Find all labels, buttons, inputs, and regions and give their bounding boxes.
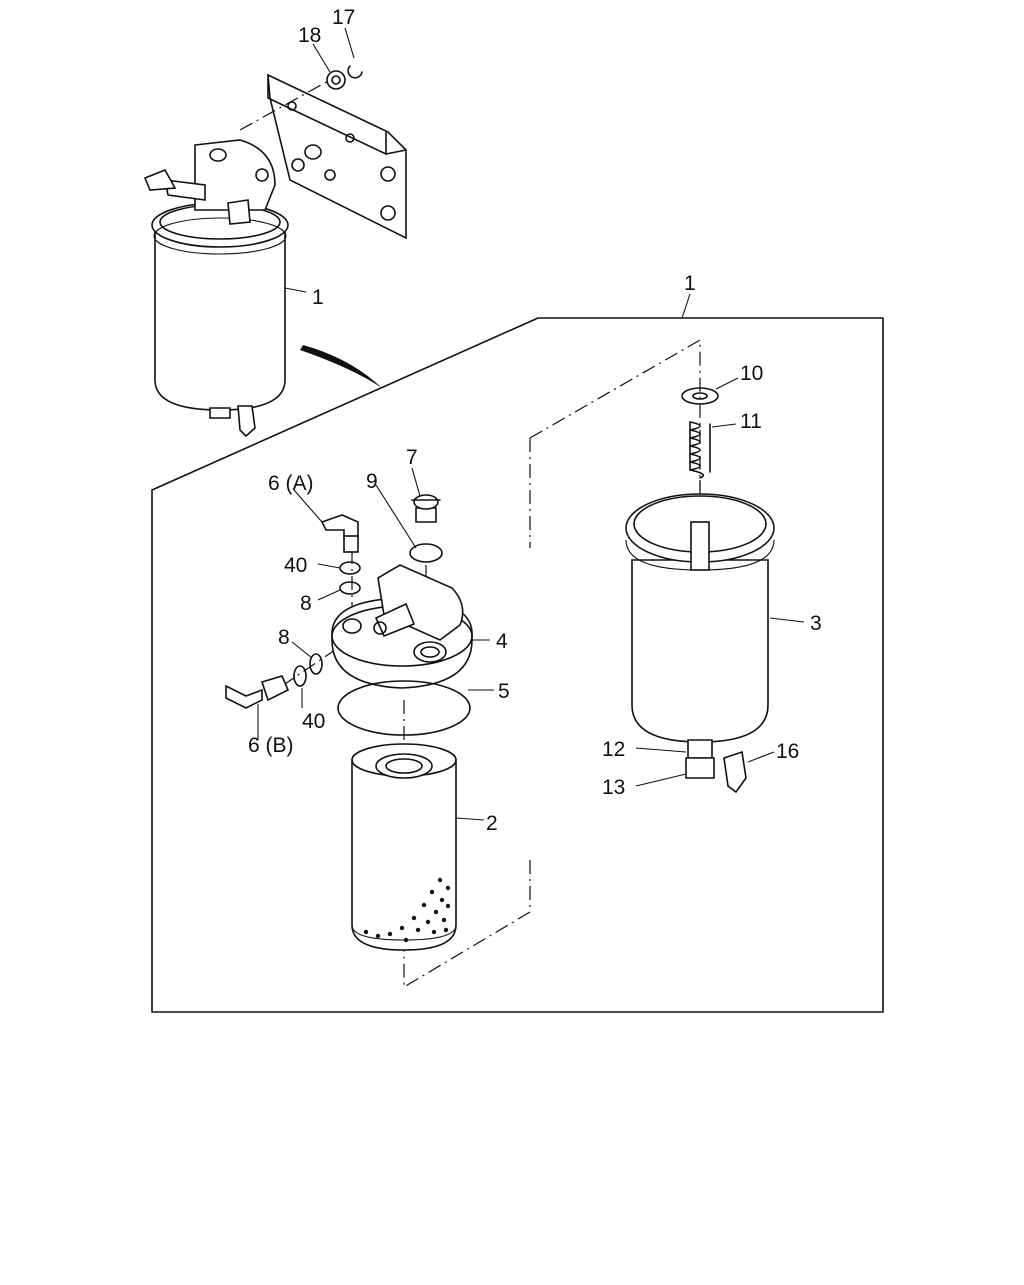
- callout-17: 17: [332, 6, 355, 29]
- assembled-filter: [143, 139, 289, 438]
- callout-10: 10: [740, 362, 763, 385]
- o-ring-part-5: [337, 680, 471, 736]
- centerline-right: [529, 338, 701, 490]
- snap-ring-part-17: [347, 65, 363, 79]
- centerline-fitting-b: [281, 621, 377, 687]
- callout-16: 16: [776, 740, 799, 763]
- callout-2: 2: [486, 812, 498, 835]
- air-vent-part-7: [411, 494, 441, 523]
- washer-part-8-lower: [309, 653, 323, 675]
- spring-part-11: [689, 421, 711, 479]
- callout-6b: 6 (B): [248, 734, 294, 757]
- direction-arrow: [300, 345, 382, 388]
- filter-head-part-4: [331, 564, 473, 689]
- mounting-bracket: [267, 73, 407, 240]
- o-ring-part-9: [409, 543, 443, 563]
- callout-18: 18: [298, 24, 321, 47]
- perforation-holes: [363, 877, 451, 943]
- callout-13: 13: [602, 776, 625, 799]
- centerline-bracket: [239, 79, 331, 131]
- bowl-part-3: [625, 493, 775, 794]
- washer-part-40-upper: [339, 561, 361, 575]
- callout-40-upper: 40: [284, 554, 307, 577]
- callout-4: 4: [496, 630, 508, 653]
- washer-part-8-upper: [339, 581, 361, 595]
- callout-6a: 6 (A): [268, 472, 314, 495]
- callout-5: 5: [498, 680, 510, 703]
- callout-1-assembly: 1: [312, 286, 324, 309]
- leader-lines: [257, 27, 805, 821]
- callout-11: 11: [740, 410, 762, 433]
- callout-labels: 17 18 1 1 10 11 3 4 5 2 6 (A) 7 9 40 8 8…: [248, 6, 822, 835]
- elbow-fitting-part-6a: [320, 514, 359, 553]
- callout-7: 7: [406, 446, 418, 469]
- callout-40-lower: 40: [302, 710, 325, 733]
- exploded-view-frame: [151, 317, 884, 1013]
- callout-8-upper: 8: [300, 592, 312, 615]
- washer-part-18: [326, 70, 346, 90]
- washer-part-40-lower: [293, 665, 307, 687]
- callout-8-lower: 8: [278, 626, 290, 649]
- callout-3: 3: [810, 612, 822, 635]
- elbow-fitting-part-6b: [225, 675, 290, 709]
- callout-12: 12: [602, 738, 625, 761]
- callout-9: 9: [366, 470, 378, 493]
- filter-element-part-2: [351, 743, 457, 951]
- washer-part-10: [681, 387, 719, 405]
- callout-1-exploded: 1: [684, 272, 696, 295]
